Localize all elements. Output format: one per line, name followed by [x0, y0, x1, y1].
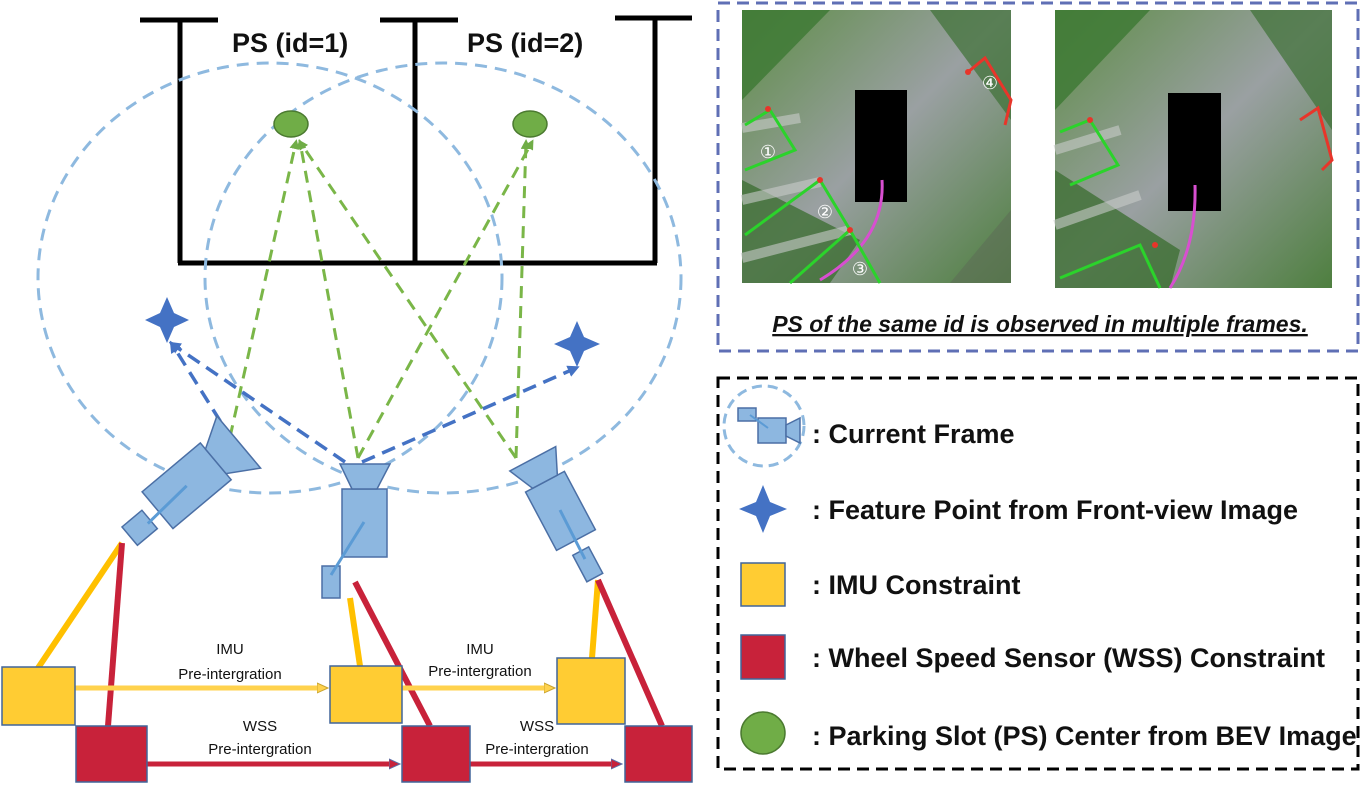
wss-node-1: [75, 725, 148, 783]
imu-preint-label-2a: IMU: [466, 641, 494, 658]
legend-label-feature-point: : Feature Point from Front-view Image: [812, 495, 1298, 525]
legend-label-wss: : Wheel Speed Sensor (WSS) Constraint: [812, 643, 1325, 673]
legend-label-ps-center: : Parking Slot (PS) Center from BEV Imag…: [812, 721, 1357, 751]
red-square-icon: [740, 634, 786, 680]
ps-label-1: PS (id=1): [232, 28, 348, 58]
imu-preint-label-2b: Pre-intergration: [428, 663, 531, 680]
legend-label-current-frame: : Current Frame: [812, 419, 1015, 449]
camera-frame-3: [508, 445, 604, 583]
slot-marker-2: ②: [817, 202, 833, 223]
ps-label-2: PS (id=2): [467, 28, 583, 58]
imu-node-1: [1, 666, 76, 726]
yellow-square-icon: [740, 562, 786, 607]
bev-image-2: [1053, 10, 1334, 289]
wss-preint-label-1a: WSS: [243, 718, 277, 735]
imu-node-2: [329, 665, 403, 724]
bev-image-1: ① ② ③ ④: [740, 10, 1013, 285]
star-icon: [739, 485, 787, 533]
legend-border: [716, 376, 1360, 771]
ps-center-1: [273, 110, 309, 138]
imu-preint-label-1b: Pre-intergration: [178, 666, 281, 683]
legend-label-imu: : IMU Constraint: [812, 570, 1021, 600]
ps-observation-arrows: [228, 139, 534, 459]
feature-point-left: [145, 297, 189, 343]
imu-node-3: [556, 657, 626, 725]
slot-marker-3: ③: [852, 259, 868, 280]
wss-preint-label-2b: Pre-intergration: [485, 741, 588, 758]
slot-marker-4: ④: [982, 73, 998, 94]
feature-point-right: [554, 321, 600, 367]
imu-preint-label-1a: IMU: [216, 641, 244, 658]
camera-icon: [722, 384, 806, 468]
wss-preint-label-1b: Pre-intergration: [208, 741, 311, 758]
camera-frame-2: [321, 463, 392, 599]
observation-circle-1: [36, 61, 504, 495]
wss-constraint-lines: [105, 542, 665, 728]
observation-circle-2: [203, 61, 683, 495]
imu-constraint-lines: [35, 541, 601, 670]
wss-preint-label-2a: WSS: [520, 718, 554, 735]
wss-node-3: [624, 725, 693, 783]
camera-frame-1: [120, 414, 263, 547]
frames-panel-caption: PS of the same id is observed in multipl…: [772, 311, 1308, 337]
green-circle-icon: [740, 711, 786, 755]
ps-center-2: [512, 110, 548, 138]
slot-marker-1: ①: [760, 142, 776, 163]
wss-node-2: [401, 725, 471, 783]
parking-slot-lines: [140, 15, 692, 266]
feature-observation-arrows: [168, 340, 580, 464]
